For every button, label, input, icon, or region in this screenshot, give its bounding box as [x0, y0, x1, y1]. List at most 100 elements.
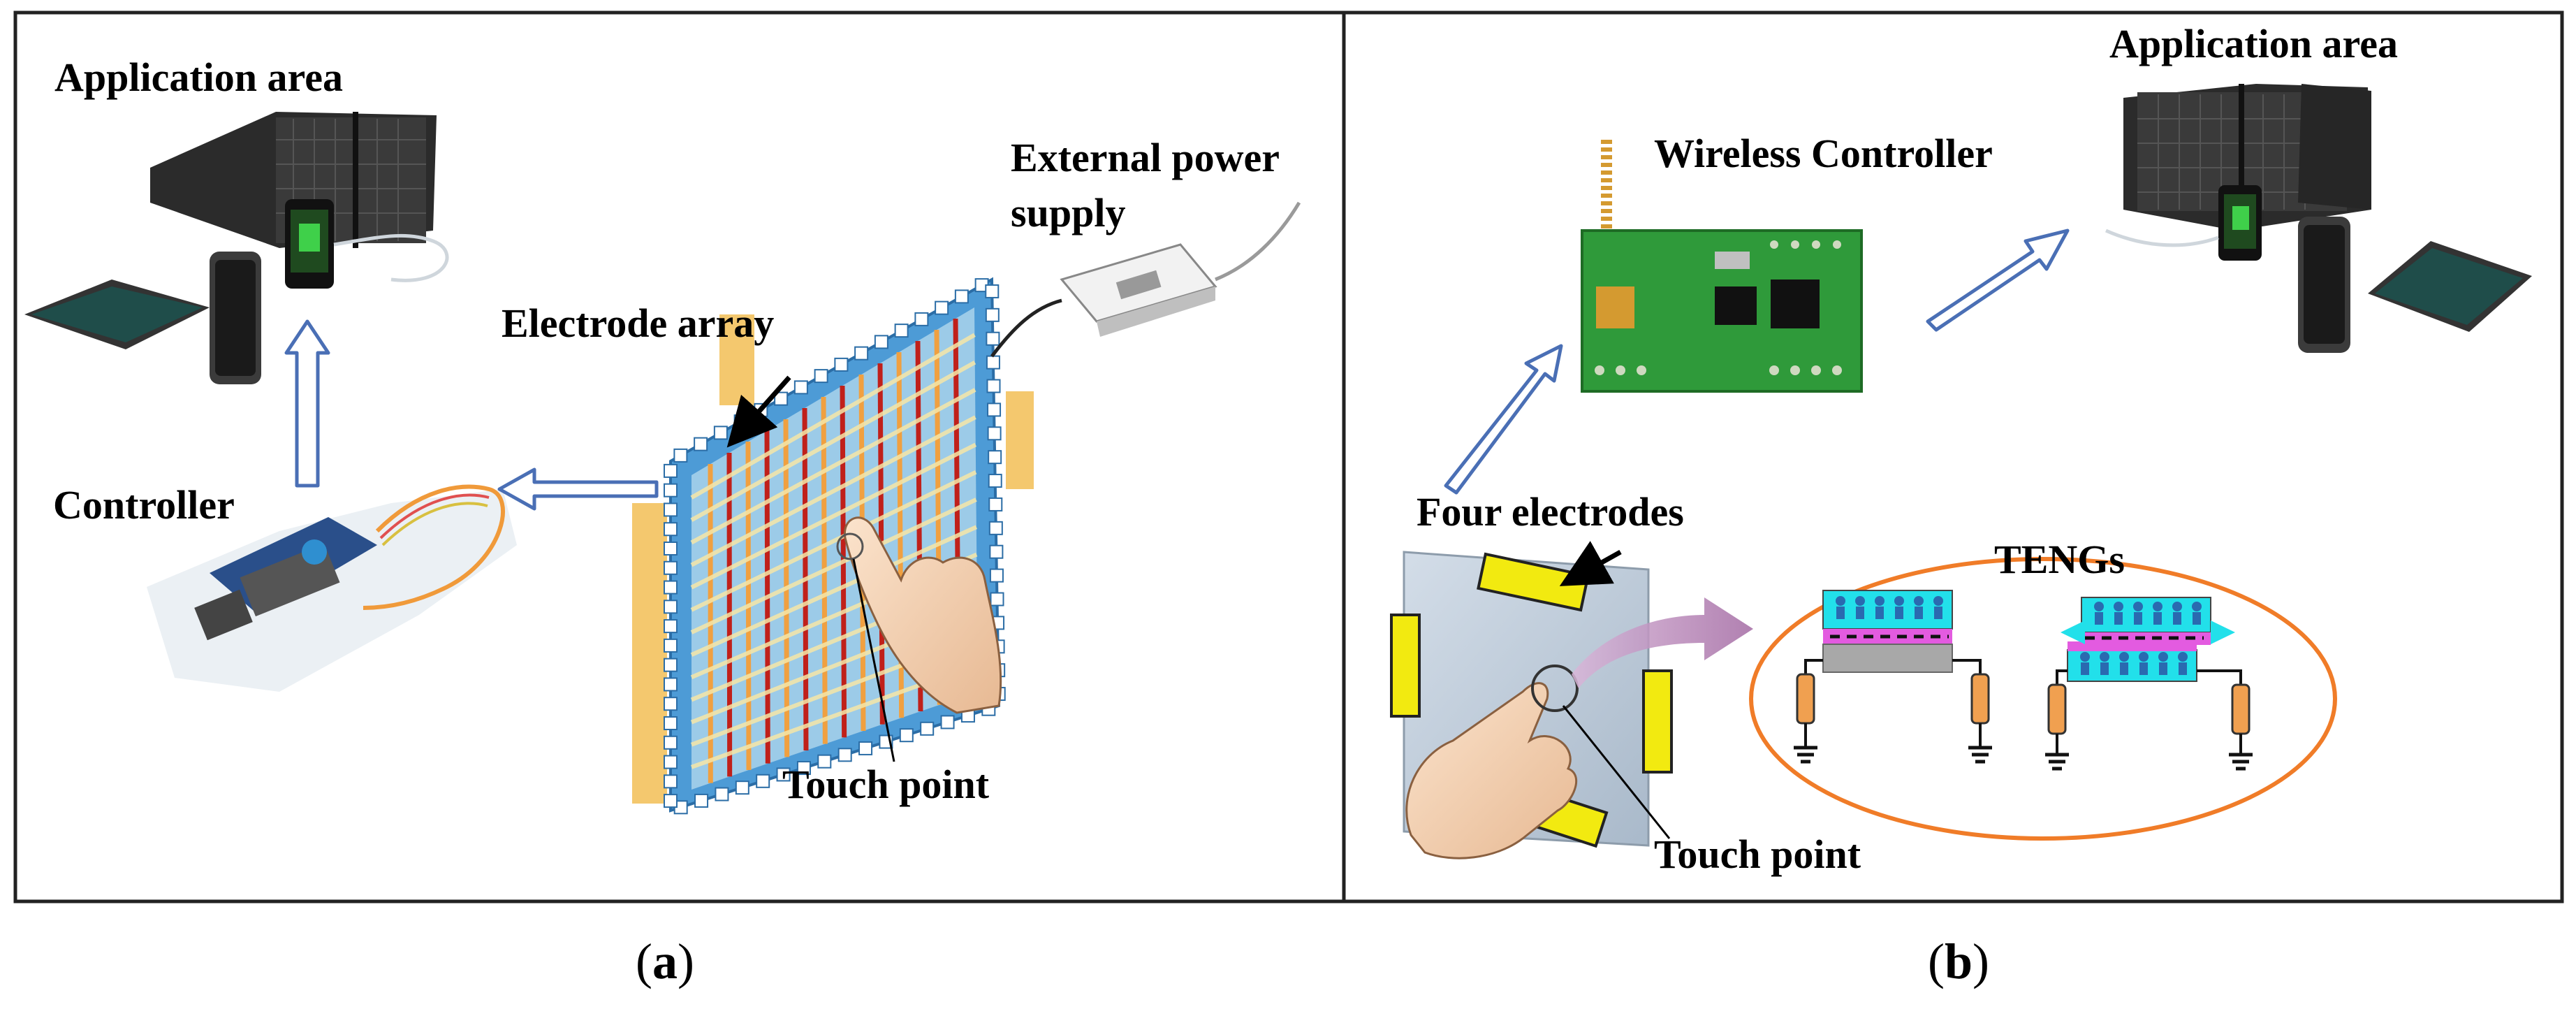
ground-symbol-icon [1794, 746, 1817, 764]
grid-edge-hole [986, 379, 1001, 393]
grid-edge-hole [664, 542, 678, 556]
grid-edge-hole [988, 474, 1002, 488]
edge-holes [664, 278, 1006, 815]
grid-edge-hole [899, 728, 914, 743]
charge-figure [2080, 652, 2090, 662]
application-area-label-a: Application area [54, 55, 343, 100]
electrode-array-label: Electrode array [502, 300, 775, 346]
grid-edge-hole [858, 741, 873, 755]
grid-edge-hole [664, 716, 678, 730]
grid-edge-hole [988, 450, 1002, 465]
grid-lines [690, 318, 979, 783]
external-power-supply-label-line1: External power [1011, 135, 1280, 180]
grid-edge-hole [664, 619, 678, 634]
grid-edge-hole [989, 544, 1004, 559]
charge-figure [2133, 602, 2143, 611]
grid-edge-hole [715, 787, 729, 801]
controller-label: Controller [53, 482, 235, 528]
grid-edge-hole [874, 335, 888, 349]
charge-figure [1855, 596, 1865, 606]
left-arrow-a [497, 467, 659, 511]
charge-figure-body [1895, 607, 1903, 619]
grid-edge-hole [837, 748, 852, 762]
electrode-row-line [690, 498, 977, 634]
external-power-supply-label-line2: supply [1011, 190, 1126, 235]
tablet-icon [2368, 241, 2532, 332]
charge-figure-body [1836, 607, 1845, 619]
touch-circle-b [1531, 665, 1579, 712]
charge-figure-body [2095, 612, 2103, 625]
ground-symbol-icon [1968, 746, 1992, 764]
application-area-label-b: Application area [2109, 21, 2398, 66]
charge-figure-body [1856, 607, 1864, 619]
ground-symbol-icon [2229, 753, 2253, 771]
tablet-icon [24, 280, 210, 349]
charge-figure-body [1934, 607, 1942, 619]
charge-figure [2158, 652, 2168, 662]
touch-point-label-a: Touch point [782, 762, 990, 807]
grid-edge-hole [985, 307, 1000, 322]
charge-figure-body [2179, 662, 2187, 675]
electrode-array-pointer [726, 375, 791, 448]
grid-edge-hole [990, 592, 1004, 607]
electrode-left [1390, 614, 1421, 718]
grid-edge-hole [713, 426, 728, 440]
grid-edge-hole [756, 774, 770, 788]
grid-edge-hole [664, 560, 678, 575]
grid-edge-hole [988, 521, 1003, 535]
charge-figure-body [2153, 612, 2162, 625]
charge-figure-body [2193, 612, 2201, 625]
charge-figure [2192, 602, 2202, 611]
controller-board-icon [147, 484, 517, 692]
grid-edge-hole [664, 755, 678, 769]
grid-edge-hole [664, 483, 678, 498]
charge-figure [1836, 596, 1845, 606]
charge-figure [2172, 602, 2182, 611]
four-electrodes-pointer [1559, 541, 1622, 586]
grid-edge-hole [987, 426, 1002, 441]
smartphone-icon [2298, 217, 2350, 353]
grid-edge-hole [694, 793, 709, 808]
four-electrodes-label: Four electrodes [1417, 489, 1684, 535]
hand-icon [1405, 682, 1578, 859]
charge-figure-body [2134, 612, 2142, 625]
grid-edge-hole [814, 369, 828, 384]
charging-cable [2105, 228, 2219, 247]
touch-point-label-b: Touch point [1654, 832, 1861, 877]
teng-sliding [2056, 597, 2242, 685]
charge-figure [2153, 602, 2162, 611]
grid-edge-hole [664, 522, 678, 537]
electrode-row-line [690, 388, 976, 545]
grid-edge-hole [664, 677, 678, 692]
grid-edge-hole [664, 463, 678, 478]
charge-figure-body [2139, 662, 2148, 675]
up-arrow-a [284, 319, 330, 488]
grid-edge-hole [664, 580, 678, 595]
charge-figure-body [2100, 662, 2109, 675]
grid-edge-hole [776, 767, 791, 782]
grid-edge-hole [954, 289, 969, 304]
application-devices-a [24, 112, 449, 384]
charge-figure-body [2173, 612, 2181, 625]
charge-figure-body [2114, 612, 2123, 625]
grid-edge-hole [940, 715, 955, 729]
charge-figure [1894, 596, 1904, 606]
charge-figure [2100, 652, 2109, 662]
charge-figure [2178, 652, 2188, 662]
grid-edge-hole [834, 357, 849, 372]
grid-edge-hole [989, 568, 1004, 583]
smartphone-icon [210, 252, 261, 384]
grid-edge-hole [793, 380, 808, 395]
caption-a-letter: a [652, 934, 678, 989]
grid-edge-hole [673, 448, 688, 463]
grid-edge-hole [985, 284, 1000, 298]
electrode-row-line [690, 333, 976, 500]
grid-edge-hole [935, 300, 949, 315]
grid-edge-hole [987, 402, 1002, 417]
grid-edge-hole [894, 324, 909, 338]
charge-figure-body [1915, 607, 1923, 619]
smartphone-icon [285, 199, 334, 289]
charge-figure [2139, 652, 2149, 662]
hand-icon [836, 516, 1002, 714]
